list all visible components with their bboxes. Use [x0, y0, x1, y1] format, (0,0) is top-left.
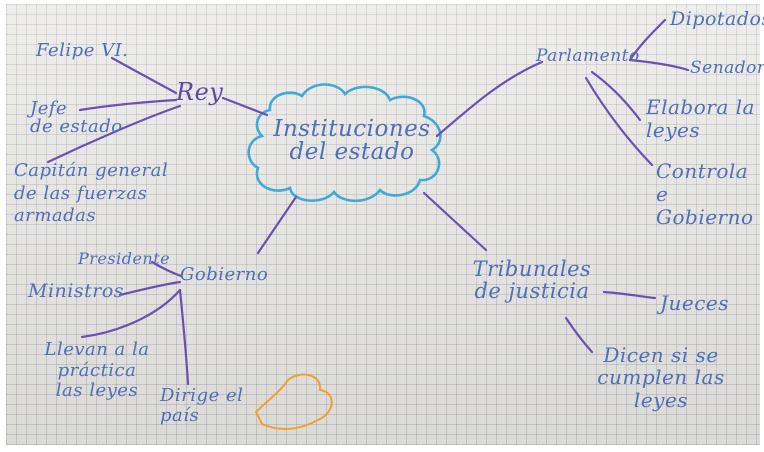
link-parlamento-elabora: [590, 70, 642, 122]
parlamento-item-diputados: Dipotados: [670, 8, 764, 30]
paper-shading: [6, 4, 760, 445]
link-parlamento-controla: [584, 76, 654, 167]
link-rey-capitan: [46, 104, 182, 164]
heart-icon: [254, 373, 333, 430]
link-center-gobierno: [256, 195, 298, 255]
center-title: Instituciones del estado: [273, 116, 431, 166]
rey-item-jefe: Jefe de estado: [30, 98, 123, 138]
link-gobierno-llevan: [80, 288, 182, 339]
parlamento-item-senadores: Senadore: [690, 58, 764, 78]
link-gobierno-presidente: [150, 260, 183, 278]
parlamento-node: Parlamento: [536, 46, 640, 66]
link-tribunales-jueces: [602, 290, 657, 300]
link-center-rey: [221, 96, 269, 117]
parlamento-item-elabora: Elabora la leyes: [646, 95, 755, 142]
gobierno-item-llevan: Llevan a la práctica las leyes: [44, 339, 150, 402]
gobierno-node: Gobierno: [180, 264, 269, 285]
rey-item-felipe: Felipe VI.: [36, 40, 129, 61]
tribunales-item-jueces: Jueces: [660, 291, 730, 315]
link-gobierno-dirige: [178, 288, 190, 386]
rey-item-capitan: Capitán general de las fuerzas armadas: [14, 160, 169, 226]
center-cloud: [247, 83, 442, 203]
link-rey-jefe: [78, 98, 178, 112]
gobierno-item-dirige: Dirige el país: [160, 385, 244, 427]
link-gobierno-ministros: [118, 280, 182, 297]
link-parlamento-senadores: [628, 58, 690, 72]
gobierno-item-ministros: Ministros: [28, 280, 125, 302]
tribunales-node: Tribunales de justicia: [472, 257, 592, 304]
gobierno-item-presidente: Presidente: [78, 249, 171, 268]
link-rey-felipe: [110, 56, 178, 95]
tribunales-item-dicen: Dicen si se cumplen las leyes: [597, 343, 725, 412]
parlamento-item-controla: Controla e Gobierno: [656, 159, 754, 229]
link-parlamento-diputados: [628, 18, 667, 62]
link-tribunales-dicen: [564, 316, 594, 354]
link-center-parlamento: [435, 60, 544, 138]
grid-paper: [6, 4, 760, 445]
link-center-tribunales: [422, 191, 488, 252]
rey-node: Rey: [176, 78, 224, 106]
